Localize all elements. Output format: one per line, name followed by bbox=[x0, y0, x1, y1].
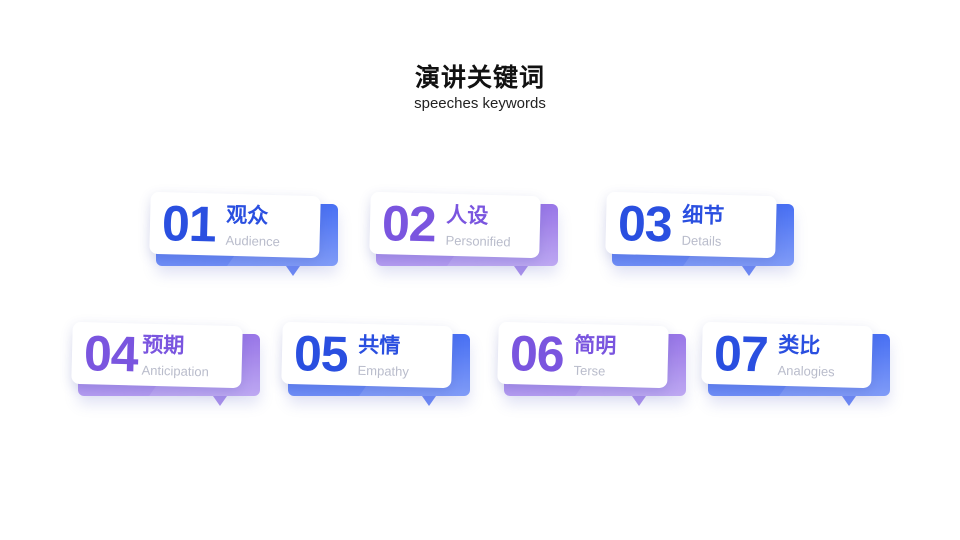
keyword-card-05: 05 共情 Empathy bbox=[281, 321, 476, 412]
keyword-number: 06 bbox=[509, 325, 565, 383]
page-title: 演讲关键词 bbox=[414, 63, 545, 92]
card-face: 03 细节 Details bbox=[605, 191, 777, 259]
keyword-card-07: 07 类比 Analogies bbox=[701, 321, 896, 412]
keyword-label: 类比 bbox=[777, 332, 821, 358]
keyword-number: 05 bbox=[293, 325, 349, 383]
keyword-english: Analogies bbox=[777, 362, 835, 380]
card-face: 07 类比 Analogies bbox=[701, 321, 873, 389]
callout-pointer bbox=[742, 266, 756, 276]
keyword-number: 07 bbox=[713, 325, 769, 383]
keyword-label: 简明 bbox=[573, 332, 617, 358]
keyword-english: Anticipation bbox=[141, 362, 209, 380]
card-face: 02 人设 Personified bbox=[369, 191, 541, 259]
keyword-number: 04 bbox=[83, 325, 139, 383]
card-face: 06 简明 Terse bbox=[497, 321, 669, 389]
keyword-label: 共情 bbox=[357, 332, 401, 358]
keyword-english: Personified bbox=[445, 232, 511, 250]
keyword-number: 01 bbox=[161, 195, 217, 253]
card-face: 04 预期 Anticipation bbox=[71, 321, 243, 389]
keyword-label: 细节 bbox=[681, 202, 725, 228]
keyword-number: 03 bbox=[617, 195, 673, 253]
keyword-label: 人设 bbox=[445, 202, 489, 228]
page-subtitle: speeches keywords bbox=[414, 95, 546, 112]
keyword-english: Audience bbox=[225, 232, 280, 250]
keyword-number: 02 bbox=[381, 195, 437, 253]
keyword-card-06: 06 简明 Terse bbox=[497, 321, 692, 412]
keyword-label: 预期 bbox=[141, 332, 185, 358]
callout-pointer bbox=[842, 396, 856, 406]
callout-pointer bbox=[213, 396, 227, 406]
keyword-english: Terse bbox=[573, 362, 606, 379]
callout-pointer bbox=[632, 396, 646, 406]
card-face: 05 共情 Empathy bbox=[281, 321, 453, 389]
keyword-english: Empathy bbox=[357, 362, 410, 380]
keyword-card-03: 03 细节 Details bbox=[605, 191, 800, 282]
callout-pointer bbox=[514, 266, 528, 276]
keyword-card-04: 04 预期 Anticipation bbox=[71, 321, 266, 412]
card-face: 01 观众 Audience bbox=[149, 191, 321, 259]
callout-pointer bbox=[286, 266, 300, 276]
keyword-label: 观众 bbox=[225, 202, 269, 228]
keyword-card-01: 01 观众 Audience bbox=[149, 191, 344, 282]
keyword-english: Details bbox=[681, 232, 722, 249]
callout-pointer bbox=[422, 396, 436, 406]
keyword-card-02: 02 人设 Personified bbox=[369, 191, 564, 282]
